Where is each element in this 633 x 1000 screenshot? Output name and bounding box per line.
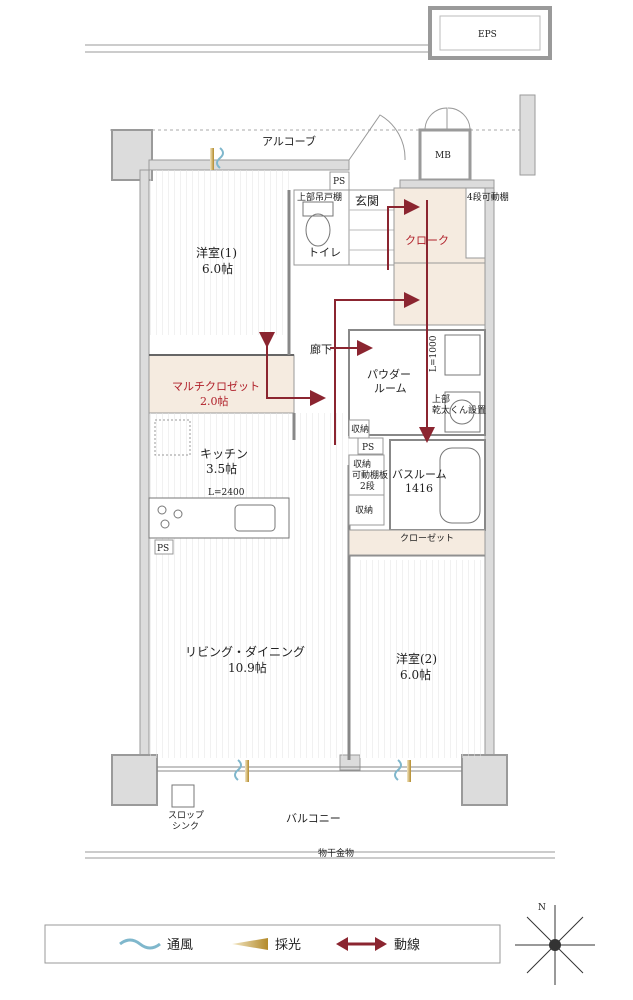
toilet-label: トイレ: [308, 246, 341, 259]
storage-shelf-label-3: 2段: [360, 480, 375, 492]
storage-2-label: 収納: [355, 504, 373, 516]
kitchen-label-2: 3.5帖: [206, 461, 237, 476]
kitchen-length-label: L=2400: [208, 488, 245, 498]
mb-closet: MB: [418, 107, 472, 182]
multi-closet-label-1: マルチクロゼット: [172, 380, 260, 393]
ventilation-marks: [210, 147, 411, 782]
storage-shelf-label-1: 収納: [353, 458, 371, 470]
mb-label: MB: [435, 151, 451, 161]
powder-room-label-2: ルーム: [374, 382, 407, 395]
legend-wind: 通風: [167, 938, 193, 953]
storage-shelf-label-2: 可動棚板: [352, 469, 388, 481]
hallway-label: 廊下: [310, 342, 332, 356]
western1-label-1: 洋室(1): [196, 245, 237, 260]
ps-mid-label: PS: [362, 443, 374, 453]
legend-flow: 動線: [394, 937, 420, 953]
eps-label: EPS: [478, 30, 497, 40]
western1-floor: [149, 170, 289, 335]
legend-light: 採光: [275, 938, 301, 953]
hanger-label: 物干金物: [318, 847, 354, 859]
dryer-label-1: 上部: [432, 393, 450, 405]
bathroom-label-2: 1416: [405, 482, 433, 495]
entrance-label: 玄関: [355, 193, 379, 208]
wind-icon: [119, 938, 161, 950]
western2-floor: [360, 560, 485, 758]
legend: 通風 採光 動線: [44, 924, 501, 964]
storage-small-label: 収納: [351, 423, 369, 435]
l1000-label: L=1000: [429, 335, 439, 372]
toilet-cabinet-label: 上部吊戸棚: [297, 191, 342, 203]
eps-room: EPS: [428, 6, 552, 60]
entrance: 玄関: [348, 114, 406, 266]
bathroom-label-1: バスルーム: [392, 468, 447, 481]
bathroom: バスルーム 1416: [389, 439, 486, 531]
flow-icon: [336, 937, 387, 951]
alcove-label: アルコーブ: [262, 134, 316, 148]
western1-label-2: 6.0帖: [202, 261, 233, 276]
kitchen-counter: L=2400: [148, 488, 290, 539]
living-label-1: リビング・ダイニング: [185, 644, 305, 659]
unit-walls: [111, 129, 508, 806]
light-icon: [232, 938, 268, 950]
powder-room-label-1: パウダー: [367, 367, 411, 381]
ps-top-label: PS: [333, 177, 345, 187]
balcony: バルコニー 物干金物 スロップ シンク: [85, 784, 555, 859]
living-label-2: 10.9帖: [228, 660, 267, 675]
western2-label-1: 洋室(2): [396, 651, 437, 666]
compass-north-label: N: [538, 903, 546, 913]
ps-kitchen-label: PS: [157, 544, 169, 554]
living-floor: [149, 413, 349, 758]
kitchen-label-1: キッチン: [200, 447, 248, 461]
western2-label-2: 6.0帖: [400, 667, 431, 682]
compass-icon: N: [515, 903, 595, 985]
multi-closet-label-2: 2.0帖: [200, 395, 229, 408]
shoes-shelf-label: 4段可動棚: [467, 191, 509, 203]
dryer-label-2: 乾太くん設置: [432, 404, 486, 416]
flow-arrows: [259, 199, 435, 445]
closet-label: クローゼット: [400, 532, 454, 544]
balcony-label: バルコニー: [286, 812, 341, 825]
closet-area: [348, 529, 486, 556]
powder-room: パウダー ルーム L=1000 上部 乾太くん設置: [348, 329, 486, 436]
slop-sink-label-2: シンク: [172, 821, 199, 832]
slop-sink-label-1: スロップ: [168, 810, 204, 821]
